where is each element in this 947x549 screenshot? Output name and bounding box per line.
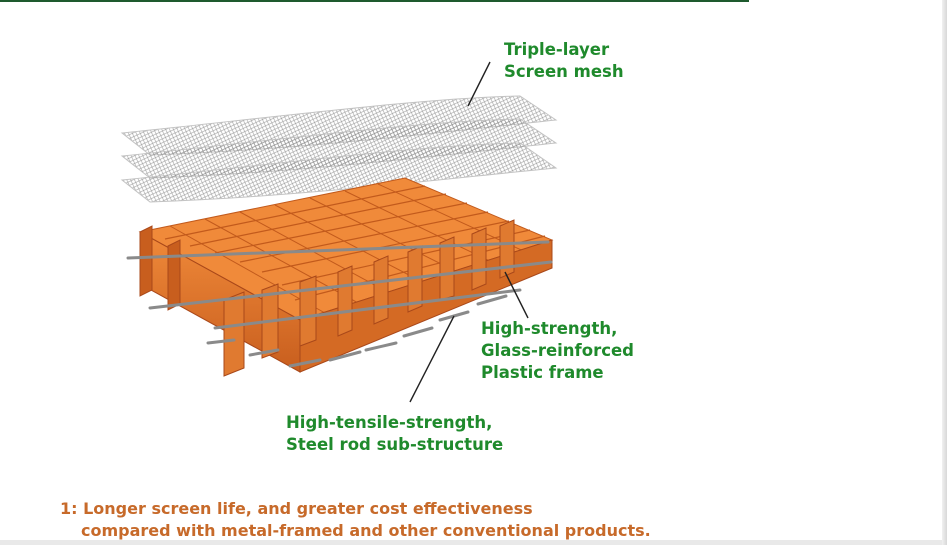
leader-frame <box>504 271 529 319</box>
label-mesh-line2: Screen mesh <box>504 62 624 81</box>
label-frame-line3: Plastic frame <box>481 363 604 382</box>
label-rod-line2: Steel rod sub-structure <box>286 435 504 454</box>
label-frame-line2: Glass-reinforced <box>481 341 634 360</box>
label-mesh: Triple-layer Screen mesh <box>504 39 624 83</box>
label-rod-line1: High-tensile-strength, <box>286 413 493 432</box>
benefit-caption: 1: Longer screen life, and greater cost … <box>60 498 651 542</box>
label-mesh-line1: Triple-layer <box>504 40 610 59</box>
label-frame: High-strength, Glass-reinforced Plastic … <box>481 318 634 384</box>
window-bottom-edge <box>0 540 942 545</box>
steel-rods <box>126 240 553 368</box>
label-frame-line1: High-strength, <box>481 319 618 338</box>
leader-mesh <box>467 61 491 107</box>
mesh-layers <box>120 95 558 203</box>
label-rod: High-tensile-strength, Steel rod sub-str… <box>286 412 503 456</box>
top-divider <box>0 0 749 2</box>
leader-rod <box>409 315 455 403</box>
window-right-edge <box>942 0 947 545</box>
mesh-layer-bottom <box>120 142 558 203</box>
caption-line1: 1: Longer screen life, and greater cost … <box>60 499 533 518</box>
caption-line2: compared with metal-framed and other con… <box>81 521 651 540</box>
leader-lines <box>409 61 529 403</box>
